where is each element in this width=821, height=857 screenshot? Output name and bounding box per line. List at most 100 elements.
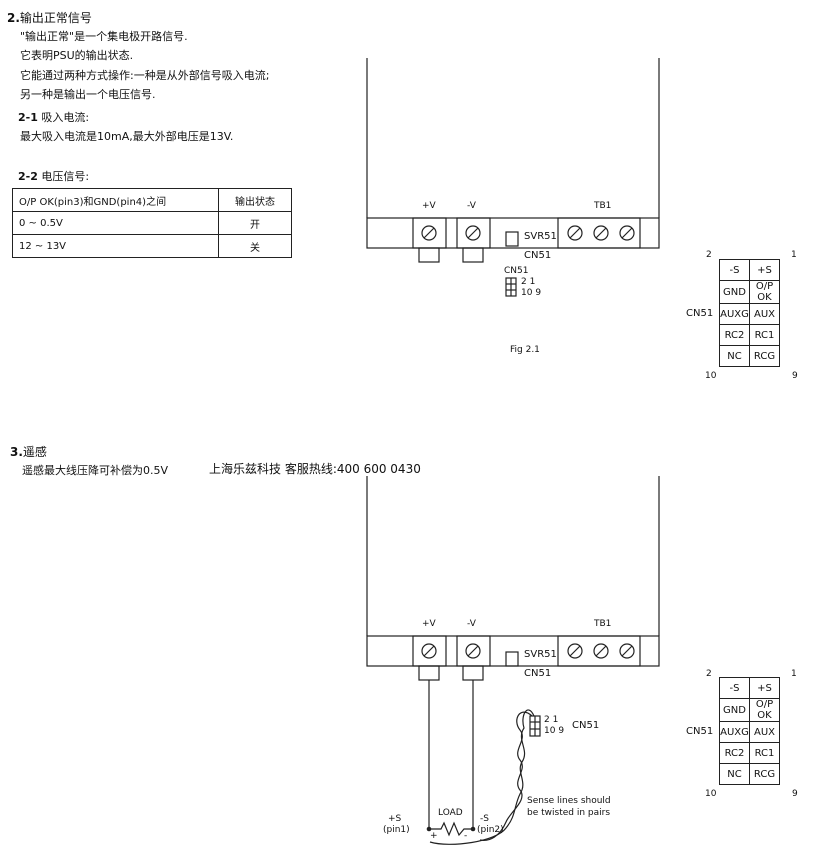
cn51-small-label: CN51 <box>504 266 529 276</box>
pin-cell: NC <box>719 345 750 367</box>
psu1-tb1-block <box>557 217 641 249</box>
section2-heading: 2.输出正常信号 <box>7 9 92 26</box>
section2-line-3: 它能通过两种方式操作:一种是从外部信号吸入电流; <box>20 69 270 82</box>
hotline-text: 上海乐兹科技 客服热线:400 600 0430 <box>209 462 421 476</box>
table-row: -S+S <box>719 259 780 281</box>
pinout-corner-bl: 10 <box>705 789 717 799</box>
table-row: -S+S <box>719 677 780 699</box>
figure-caption: Fig 2.1 <box>510 345 540 355</box>
plus-v-node <box>426 826 432 832</box>
pinout-corner-br: 9 <box>792 789 798 799</box>
section2-line-4: 另一种是输出一个电压信号. <box>20 88 156 101</box>
pin-cell: RCG <box>749 345 780 367</box>
psu1-tb1-screw-icon <box>593 225 609 241</box>
subsection-2-1-number: 2-1 <box>18 111 38 124</box>
subsection-2-2-number: 2-2 <box>18 170 38 183</box>
pinout-corner-bl: 10 <box>705 371 717 381</box>
psu1-tb1-screw-icon <box>567 225 583 241</box>
pin-cell: -S <box>719 259 750 281</box>
pin-cell: O/P OK <box>749 280 780 304</box>
section3-heading: 3.遥感 <box>10 443 47 460</box>
table-row: 12 ~ 13V 关 <box>12 234 292 258</box>
cn51-pin-top-label: 2 1 <box>521 277 536 287</box>
psu2-svr51-label: SVR51 <box>524 649 557 660</box>
subsection-2-2-heading: 2-2 电压信号: <box>18 168 89 184</box>
psu2-screw-icon <box>465 643 481 659</box>
psu1-plus-v-label: +V <box>422 201 436 211</box>
psu2-plus-v-label: +V <box>422 619 436 629</box>
section2-number: 2. <box>7 11 20 25</box>
psu2-tb1-block <box>557 635 641 667</box>
psu1-screw-icon <box>465 225 481 241</box>
sense-line-a <box>479 711 533 841</box>
psu2-minus-v-post <box>462 665 484 681</box>
cn51-pin-top-label: 2 1 <box>544 715 559 725</box>
pinout-side-label: CN51 <box>686 308 714 319</box>
cn51-pin-bottom-label: 10 9 <box>544 726 565 736</box>
pin-cell: O/P OK <box>749 698 780 722</box>
section3-text: 遥感最大线压降可补偿为0.5V <box>22 464 169 477</box>
pin-cell: RCG <box>749 763 780 785</box>
plus-s-label: +S <box>388 814 402 824</box>
pinout-corner-tl: 2 <box>706 669 712 679</box>
pin-cell: +S <box>749 259 780 281</box>
table-header-cell: 输出状态 <box>218 188 292 212</box>
subsection-2-1-title: 吸入电流: <box>41 111 90 124</box>
psu1-svr51-knob <box>505 231 519 247</box>
section3-title: 遥感 <box>22 445 47 459</box>
section3-number: 3. <box>10 445 23 459</box>
pin-cell: AUXG <box>719 303 750 325</box>
pin-cell: +S <box>749 677 780 699</box>
minus-s-label: -S <box>480 814 489 824</box>
pinout-corner-br: 9 <box>792 371 798 381</box>
pin2-label: (pin2) <box>477 825 504 835</box>
psu2-svr51-knob <box>505 651 519 667</box>
table-cell: 0 ~ 0.5V <box>12 211 219 235</box>
voltage-signal-table: O/P OK(pin3)和GND(pin4)之间 输出状态 0 ~ 0.5V 开… <box>12 188 292 258</box>
psu1-cn51-label: CN51 <box>524 250 552 261</box>
sense-line-b <box>429 709 535 845</box>
sense-note-line-1: Sense lines should <box>527 796 611 806</box>
load-resistor <box>429 821 473 837</box>
cn51-pin-bottom-label: 10 9 <box>521 288 542 298</box>
sense-note-line-2: be twisted in pairs <box>527 808 611 818</box>
subsection-2-1-heading: 2-1 吸入电流: <box>18 109 89 125</box>
pin-cell: RC1 <box>749 324 780 346</box>
pin-cell: RC1 <box>749 742 780 764</box>
pin1-label: (pin1) <box>383 825 410 835</box>
table-header-row: O/P OK(pin3)和GND(pin4)之间 输出状态 <box>12 188 292 212</box>
load-label: LOAD <box>438 808 463 818</box>
subsection-2-2-title: 电压信号: <box>41 170 90 183</box>
table-row: 0 ~ 0.5V 开 <box>12 211 292 235</box>
psu1-minus-v-post <box>462 247 484 263</box>
psu2-terminal-strip <box>366 635 660 667</box>
plus-sign-label: + <box>430 831 438 841</box>
psu2-tb1-screw-icon <box>567 643 583 659</box>
minus-sign-label: - <box>464 831 468 841</box>
pin-cell: GND <box>719 280 750 304</box>
pinout-corner-tr: 1 <box>791 669 797 679</box>
psu2-tb1-screw-icon <box>593 643 609 659</box>
pinout-side-label: CN51 <box>686 726 714 737</box>
pin-cell: AUX <box>749 721 780 743</box>
psu1-plus-v-post <box>418 247 440 263</box>
pinout-corner-tr: 1 <box>791 250 797 260</box>
psu1-screw-icon <box>421 225 437 241</box>
pin-cell: AUX <box>749 303 780 325</box>
psu1-svr51-label: SVR51 <box>524 231 557 242</box>
psu2-minus-v-label: -V <box>467 619 476 629</box>
psu1-minus-v-label: -V <box>467 201 476 211</box>
pin-cell: NC <box>719 763 750 785</box>
table-cell: 关 <box>218 234 292 258</box>
